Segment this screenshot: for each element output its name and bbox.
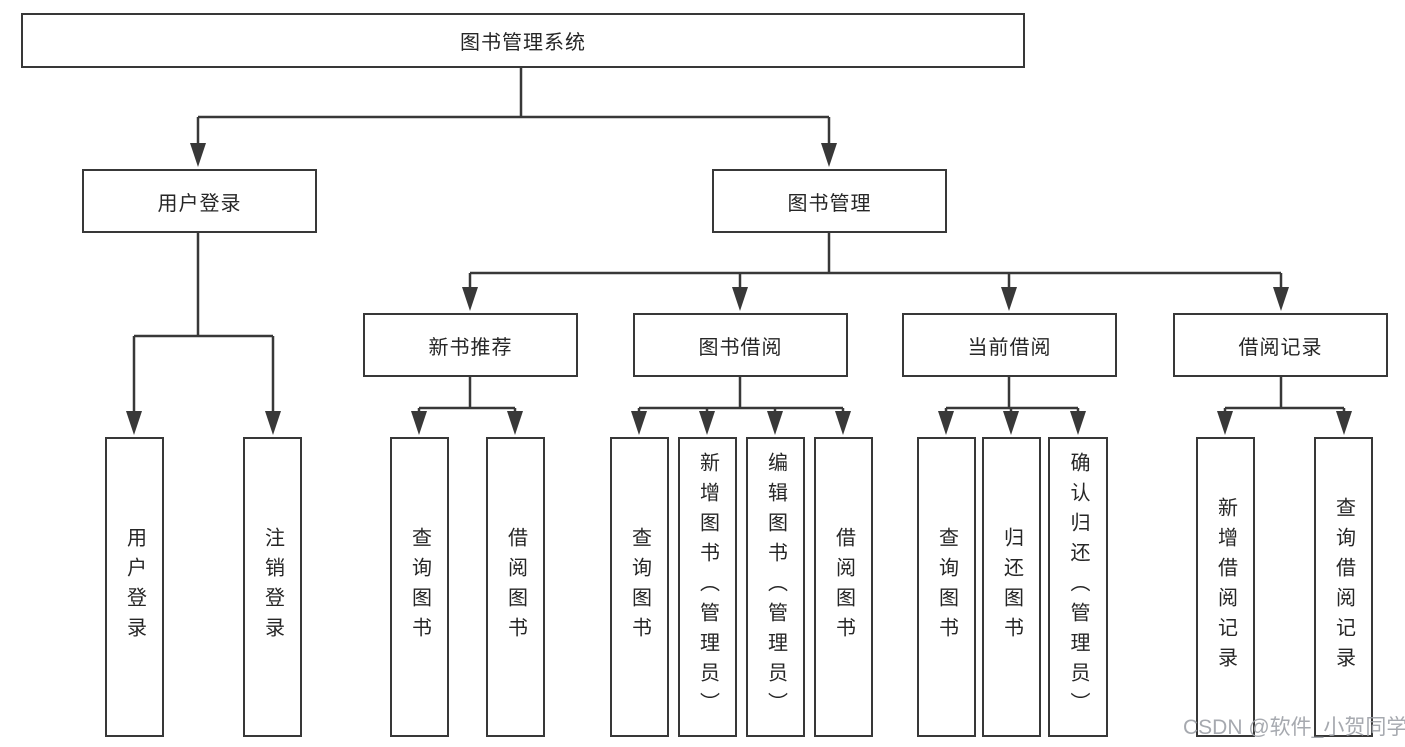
- leaf-search-book-borrow: 查询图书: [610, 437, 669, 737]
- leaf-user-login: 用户登录: [105, 437, 164, 737]
- arrow-down-icon: [1217, 411, 1233, 435]
- leaf-search-book-recommend: 查询图书: [390, 437, 449, 737]
- leaf-borrow-book-recommend: 借阅图书: [486, 437, 545, 737]
- node-book-borrow: 图书借阅: [633, 313, 848, 377]
- node-root-label: 图书管理系统: [460, 32, 586, 54]
- leaf-search-book-recommend-label: 查询图书: [408, 527, 431, 647]
- node-new-book-recommend: 新书推荐: [363, 313, 578, 377]
- node-book-management: 图书管理: [712, 169, 947, 233]
- node-new-book-recommend-label: 新书推荐: [428, 336, 513, 359]
- leaf-confirm-return-admin-label: 确认归还（管理员）: [1067, 452, 1089, 722]
- arrow-down-icon: [1001, 287, 1017, 311]
- arrow-down-icon: [938, 411, 954, 435]
- arrow-down-icon: [1070, 411, 1086, 435]
- arrow-down-icon: [767, 411, 783, 435]
- arrow-down-icon: [1003, 411, 1019, 435]
- leaf-borrow-book-label: 借阅图书: [832, 527, 855, 647]
- arrow-down-icon: [1273, 287, 1289, 311]
- arrow-down-icon: [507, 411, 523, 435]
- arrow-down-icon: [631, 411, 647, 435]
- node-current-borrow: 当前借阅: [902, 313, 1117, 377]
- node-user-login-label: 用户登录: [157, 192, 242, 215]
- node-borrow-record: 借阅记录: [1173, 313, 1388, 377]
- leaf-add-book-admin: 新增图书（管理员）: [678, 437, 737, 737]
- tree-edges: [132, 67, 1346, 413]
- node-borrow-record-label: 借阅记录: [1238, 336, 1323, 359]
- arrowhead-icons: [126, 143, 1352, 435]
- leaf-search-borrow-record-label: 查询借阅记录: [1332, 497, 1355, 677]
- leaf-return-book-label: 归还图书: [1000, 527, 1023, 647]
- arrow-down-icon: [835, 411, 851, 435]
- leaf-add-borrow-record-label: 新增借阅记录: [1214, 497, 1237, 677]
- leaf-search-borrow-record: 查询借阅记录: [1314, 437, 1373, 737]
- leaf-logout-label: 注销登录: [261, 527, 284, 647]
- leaf-borrow-book: 借阅图书: [814, 437, 873, 737]
- arrow-down-icon: [462, 287, 478, 311]
- leaf-return-book: 归还图书: [982, 437, 1041, 737]
- leaf-borrow-book-recommend-label: 借阅图书: [504, 527, 527, 647]
- node-user-login: 用户登录: [82, 169, 317, 233]
- leaf-add-book-admin-label: 新增图书（管理员）: [696, 452, 719, 722]
- leaf-logout: 注销登录: [243, 437, 302, 737]
- leaf-search-book-current: 查询图书: [917, 437, 976, 737]
- arrow-down-icon: [190, 143, 206, 167]
- watermark-text: CSDN @软件_小贺同学: [1183, 716, 1405, 739]
- arrow-down-icon: [1336, 411, 1352, 435]
- leaf-add-borrow-record: 新增借阅记录: [1196, 437, 1255, 737]
- arrow-down-icon: [821, 143, 837, 167]
- arrow-down-icon: [732, 287, 748, 311]
- arrow-down-icon: [411, 411, 427, 435]
- node-root: 图书管理系统: [21, 13, 1025, 68]
- node-book-borrow-label: 图书借阅: [698, 336, 783, 359]
- leaf-edit-book-admin: 编辑图书（管理员）: [746, 437, 805, 737]
- node-book-management-label: 图书管理: [787, 192, 872, 215]
- node-current-borrow-label: 当前借阅: [967, 336, 1052, 359]
- leaf-edit-book-admin-label: 编辑图书（管理员）: [764, 452, 787, 722]
- arrow-down-icon: [265, 411, 281, 435]
- arrow-down-icon: [699, 411, 715, 435]
- leaf-confirm-return-admin: 确认归还（管理员）: [1048, 437, 1108, 737]
- leaf-user-login-label: 用户登录: [123, 527, 146, 647]
- leaf-search-book-current-label: 查询图书: [935, 527, 958, 647]
- leaf-search-book-borrow-label: 查询图书: [628, 527, 651, 647]
- arrow-down-icon: [126, 411, 142, 435]
